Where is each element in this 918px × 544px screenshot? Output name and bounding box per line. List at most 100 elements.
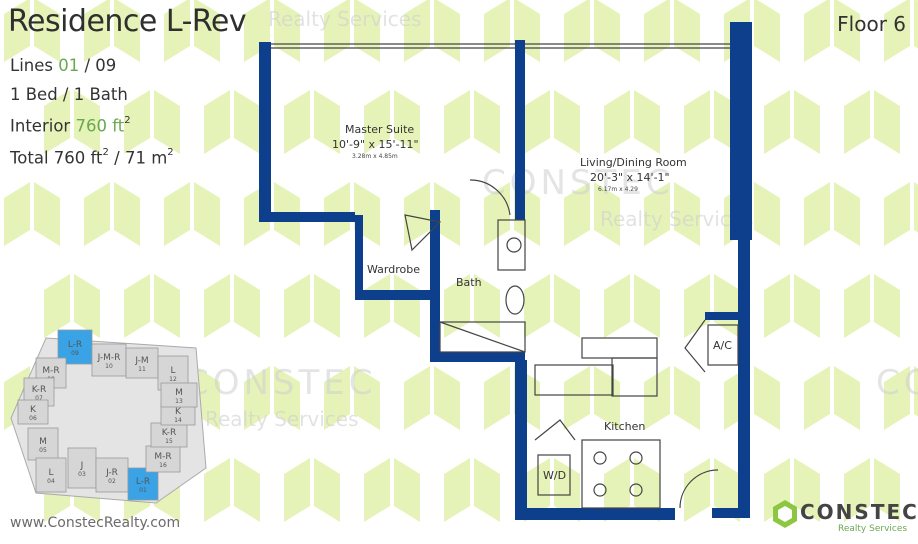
- pattern-hex: [834, 366, 860, 430]
- range: [581, 439, 661, 509]
- pattern-hex: [844, 458, 870, 522]
- key-unit-num: 04: [47, 478, 55, 485]
- pattern-hex: [314, 90, 340, 154]
- pattern-hex: [354, 0, 380, 62]
- pattern-hex: [154, 274, 180, 338]
- wall-bath-south: [430, 352, 525, 362]
- footer-url[interactable]: www.ConstecRealty.com: [10, 515, 181, 531]
- kitchen-label: Kitchen: [604, 420, 645, 433]
- pattern-hex: [764, 90, 790, 154]
- pattern-hex: [84, 182, 110, 246]
- key-unit-label: L-R: [136, 477, 150, 487]
- brand-hex-icon: [773, 500, 797, 528]
- living-room-name: Living/Dining Room: [580, 156, 687, 169]
- pattern-hex: [74, 274, 100, 338]
- pattern-hex: [684, 90, 710, 154]
- line-sep: /: [84, 56, 91, 75]
- pattern-hex: [404, 0, 430, 62]
- pattern-hex: [84, 0, 110, 62]
- key-unit-j-03: [67, 447, 97, 489]
- pattern-hex: [794, 274, 820, 338]
- pattern-hex: [394, 90, 420, 154]
- key-unit-num: 13: [175, 398, 183, 405]
- key-unit-num: 12: [169, 376, 177, 383]
- key-unit-label: J-M-R: [97, 353, 121, 363]
- key-unit-label: L: [48, 468, 53, 478]
- pattern-hex: [604, 90, 630, 154]
- interior-label: Interior: [10, 116, 71, 136]
- pattern-hex: [474, 458, 500, 522]
- pattern-hex: [884, 182, 910, 246]
- pattern-hex: [284, 90, 310, 154]
- pattern-hex: [34, 182, 60, 246]
- key-unit-label: K: [175, 407, 182, 417]
- pattern-hex: [674, 366, 700, 430]
- pattern-hex: [234, 458, 260, 522]
- wall-wardrobe-west: [355, 215, 363, 297]
- wall-bath-west: [430, 210, 440, 360]
- pattern-hex: [834, 0, 860, 62]
- pattern-hex: [44, 90, 70, 154]
- wd-door: [534, 419, 576, 441]
- door-wardrobe: [404, 214, 442, 252]
- pattern-hex: [404, 182, 430, 246]
- key-unit-label: J-R: [105, 468, 118, 478]
- pattern-hex: [124, 274, 150, 338]
- key-unit-m-r-16: [145, 445, 181, 473]
- counter-bar: [534, 364, 614, 396]
- key-unit-num: 14: [174, 417, 182, 424]
- pattern-hex: [404, 366, 430, 430]
- pattern-hex: [204, 458, 230, 522]
- pattern-hex: [74, 90, 100, 154]
- pattern-hex: [644, 0, 670, 62]
- total-row: Total 760 ft2 / 71 m2: [10, 141, 174, 173]
- key-unit-label: J-M: [134, 356, 148, 366]
- burner-2: [629, 451, 643, 465]
- pattern-hex: [714, 458, 740, 522]
- pattern-hex: [4, 0, 30, 62]
- key-unit-l-r-01: [127, 467, 159, 501]
- pattern-hex: [794, 458, 820, 522]
- pattern-hex: [714, 274, 740, 338]
- key-unit-j-m-r-10: [91, 343, 127, 377]
- pattern-hex: [804, 366, 830, 430]
- pattern-hex: [524, 458, 550, 522]
- key-unit-num: 09: [71, 350, 79, 357]
- wall-bedroom-south: [259, 212, 355, 222]
- pattern-hex: [484, 366, 510, 430]
- watermark-sub-left: Realty Services: [205, 407, 359, 431]
- lines-row: Lines 01 / 09: [10, 52, 174, 81]
- master-suite-name: Master Suite: [345, 123, 414, 136]
- total-m: 71 m: [124, 148, 168, 168]
- burner-4: [629, 483, 643, 497]
- brand-word: CONSTEC: [800, 500, 918, 524]
- line-b: 09: [95, 56, 117, 75]
- line-a: 01: [58, 56, 80, 75]
- wall-south-east: [712, 508, 750, 518]
- pattern-hex: [634, 90, 660, 154]
- pattern-hex: [834, 182, 860, 246]
- key-unit-l-04: [35, 457, 67, 493]
- key-unit-label: L-R: [68, 340, 82, 350]
- burner-1: [593, 451, 607, 465]
- pattern-hex: [874, 90, 900, 154]
- wall-east-lower: [738, 238, 750, 518]
- wall-ac-top: [705, 312, 740, 320]
- sink: [506, 237, 522, 253]
- ac-closet: [707, 324, 739, 366]
- wall-kitchen-west: [515, 360, 527, 520]
- bath-label: Bath: [456, 276, 482, 289]
- pattern-hex: [244, 366, 270, 430]
- pattern-hex: [564, 182, 590, 246]
- tub: [439, 321, 526, 353]
- burner-3: [593, 483, 607, 497]
- pattern-hex: [154, 90, 180, 154]
- lines-label: Lines: [10, 56, 53, 75]
- pattern-hex: [674, 182, 700, 246]
- pattern-hex: [274, 366, 300, 430]
- key-unit-num: 01: [139, 487, 147, 494]
- pattern-hex: [194, 0, 220, 62]
- key-unit-j-r-02: [95, 457, 129, 493]
- pattern-hex: [754, 182, 780, 246]
